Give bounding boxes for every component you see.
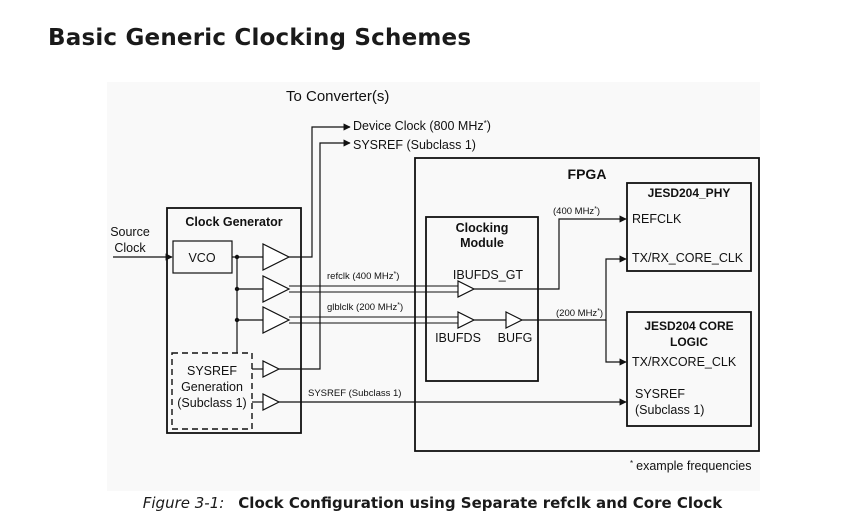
jesd204-core-title-line2: LOGIC [670,335,708,349]
source-clock-label-line1: Source [110,225,150,239]
ibufds-gt-buffer-icon [457,280,476,298]
sysref-converter-buffer-icon [262,360,281,378]
clocking-module-block [425,216,539,382]
freq-400-label: (400 MHz*) [553,206,600,218]
device-clock-buffer-icon [262,243,291,271]
fpga-title: FPGA [568,166,607,182]
sysref-generation-label-line1: SYSREF [187,364,237,378]
figure-caption: Figure 3-1: Clock Configuration using Sep… [0,494,865,512]
figure-title: Clock Configuration using Separate refcl… [238,494,723,512]
txrx-core-clk-port-label: TX/RX_CORE_CLK [632,251,744,265]
junction-dot [234,254,240,260]
ibufds-gt-label: IBUFDS_GT [453,268,524,282]
sysref-port-label-line2: (Subclass 1) [635,403,704,417]
clock-generator-title: Clock Generator [185,215,282,229]
glblclk-buffer-icon [262,306,291,334]
sysref-generation-label-line3: (Subclass 1) [177,396,246,410]
ibufds-label: IBUFDS [435,331,481,345]
refclk-to-phy-wire [474,215,627,290]
device-clock-wire [289,123,351,258]
sysref-generation-label-line2: Generation [181,380,243,394]
jesd204-core-title-line1: JESD204 CORE [644,319,733,333]
example-frequencies-footnote: *example frequencies [630,459,751,474]
figure-number: Figure 3-1: [142,494,225,512]
sysref-converter-wire [279,139,351,370]
device-clock-label: Device Clock (800 MHz*) [353,119,491,134]
freq-200-label: (200 MHz*) [556,308,603,320]
txrxcore-clk-port-label: TX/RXCORE_CLK [632,355,737,369]
refclk-signal-label: refclk (400 MHz*) [327,271,399,283]
clocking-module-title-line1: Clocking [456,221,509,235]
clocking-module-title-line2: Module [460,236,504,250]
source-clock-label-line2: Clock [114,241,146,255]
refclk-port-label: REFCLK [632,212,682,226]
ibufds-buffer-icon [457,311,476,329]
glblclk-signal-label: glblclk (200 MHz*) [327,302,403,314]
jesd204-phy-title: JESD204_PHY [648,186,731,200]
refclk-buffer-icon [262,275,291,303]
fpga-block [414,157,760,452]
bufg-label: BUFG [498,331,533,345]
page-heading: Basic Generic Clocking Schemes [48,25,472,51]
to-converters-label: To Converter(s) [286,88,389,105]
vco-label: VCO [188,251,215,265]
coreclk-to-phy-wire [522,255,627,321]
coreclk-to-core-wire [605,320,627,366]
jesd204-phy-block [626,182,752,272]
clock-generator-block [166,207,302,434]
sysref-fpga-buffer-icon [262,393,281,411]
sysref-generation-block [171,352,253,430]
jesd204-core-logic-block [626,311,752,427]
sysref-signal-label: SYSREF (Subclass 1) [308,388,401,399]
sysref-port-label-line1: SYSREF [635,387,685,401]
bufg-buffer-icon [505,311,524,329]
sysref-output-label: SYSREF (Subclass 1) [353,138,476,152]
